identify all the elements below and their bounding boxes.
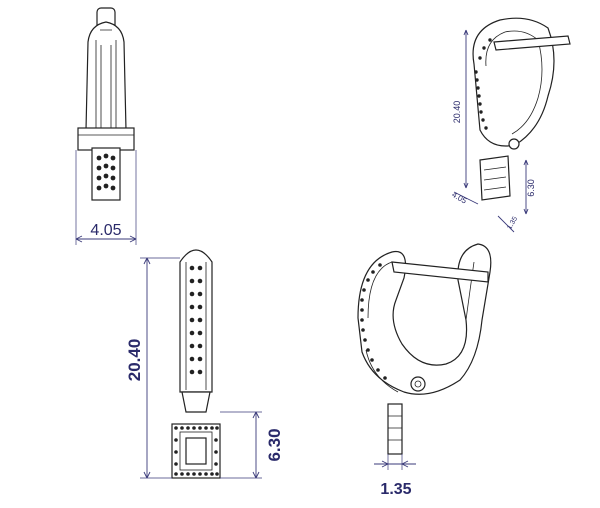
iso-stones — [474, 38, 492, 130]
front-stones — [189, 265, 203, 375]
dim-pendant-front: 6.30 — [265, 428, 284, 461]
hinge-block — [77, 127, 135, 151]
perspective-pin — [391, 261, 489, 283]
isometric-view: 20.40 4.05 6.30 1.35 — [450, 17, 571, 233]
side-view: 4.05 — [75, 7, 137, 245]
dim-height-front: 20.40 — [125, 339, 144, 382]
dim-width-iso: 4.05 — [450, 190, 468, 206]
clasp-body — [85, 21, 127, 131]
front-hinge — [181, 391, 211, 413]
front-clasp — [179, 249, 213, 393]
pendant-stones — [96, 153, 116, 191]
dim-pendant-iso: 6.30 — [526, 179, 536, 197]
iso-pin — [493, 35, 571, 51]
dim-pendant-width-iso: 1.35 — [506, 216, 519, 231]
dim-width-top-left: 4.05 — [90, 222, 121, 239]
perspective-stones — [360, 263, 387, 380]
iso-hinge — [508, 138, 520, 150]
perspective-view: 1.35 — [357, 243, 492, 498]
front-view: 20.40 6.30 — [125, 249, 284, 479]
dim-pendant-width-perspective: 1.35 — [380, 481, 411, 498]
iso-clasp — [472, 17, 555, 147]
iso-pendant — [479, 155, 511, 201]
perspective-hinge — [410, 376, 426, 392]
front-pendant-stones — [174, 426, 219, 476]
perspective-pendant — [387, 403, 403, 455]
perspective-clasp — [357, 243, 492, 395]
dim-height-iso: 20.40 — [452, 101, 462, 124]
